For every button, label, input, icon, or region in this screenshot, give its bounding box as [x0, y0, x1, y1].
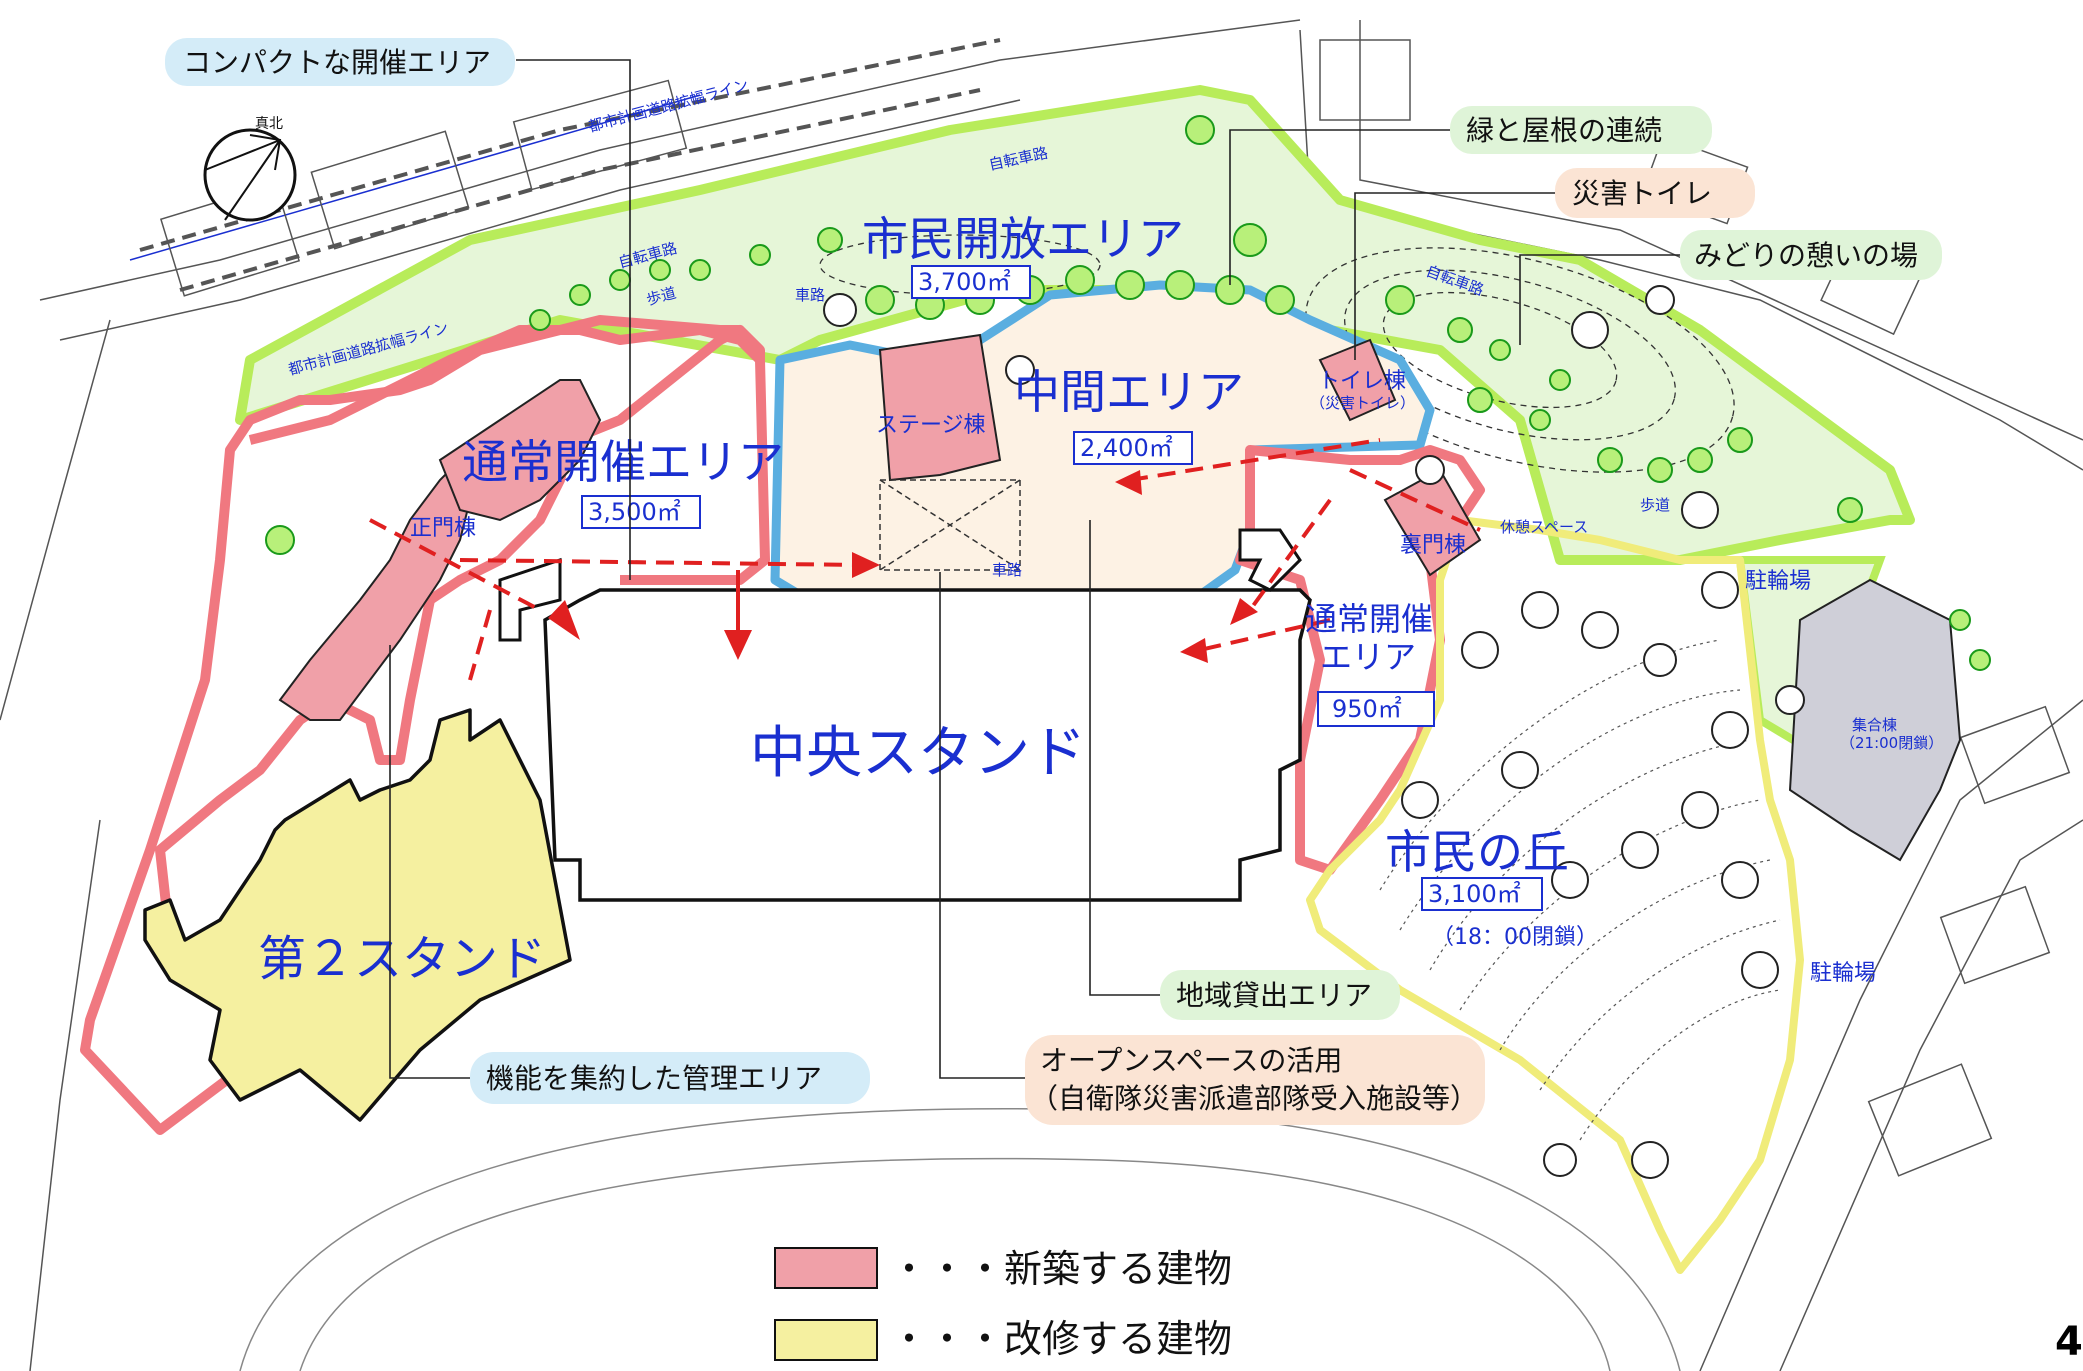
central-stand-building[interactable]: [543, 588, 1312, 902]
svg-text:オープンスペースの活用: オープンスペースの活用: [1040, 1044, 1342, 1077]
callout-compact-area: コンパクトな開催エリア: [165, 38, 515, 86]
main-gate-label: 正門棟: [410, 516, 476, 541]
svg-text:（自衛隊災害派遣部隊受入施設等）: （自衛隊災害派遣部隊受入施設等）: [1030, 1082, 1478, 1115]
citizen-hill-size-box: [1421, 877, 1543, 911]
callout-management-area: 機能を集約した管理エリア: [470, 1052, 870, 1104]
svg-text:機能を集約した管理エリア: 機能を集約した管理エリア: [486, 1062, 822, 1095]
north-label: 真北: [255, 116, 283, 132]
page-number: 4: [2055, 1319, 2083, 1365]
svg-text:みどりの憩いの場: みどりの憩いの場: [1694, 239, 1918, 272]
normal-area-east-size-box: [1317, 691, 1435, 727]
trees-existing: [823, 285, 1805, 1179]
citizen-hill-size: 3,100㎡: [1428, 880, 1521, 908]
toilet-building-sublabel: （災害トイレ）: [1310, 394, 1415, 412]
rest-space-label: 休憩スペース: [1500, 518, 1588, 536]
callout-leader-lines: [389, 59, 1680, 1079]
second-stand-label: 第２スタンド: [258, 931, 546, 987]
citizen-open-area-size-box: [911, 265, 1031, 299]
city-plan-line-label-1: 都市計画道路拡幅ライン: [586, 76, 750, 136]
citizen-open-area-size: 3,700㎡: [918, 268, 1011, 296]
citizen-hill-title: 市民の丘: [1385, 825, 1569, 879]
legend-new-label: ・・・新築する建物: [890, 1247, 1232, 1291]
walkway-label-2: 歩道: [1640, 496, 1670, 514]
stage-building-label: ステージ棟: [876, 413, 986, 438]
legend: ・・・新築する建物 ・・・改修する建物: [774, 1247, 1232, 1361]
callout-community-rental: 地域貸出エリア: [1160, 970, 1400, 1020]
toilet-building[interactable]: [1318, 338, 1397, 422]
normal-area-main-size-box: [581, 495, 701, 529]
legend-renovated-label: ・・・改修する建物: [890, 1317, 1232, 1361]
middle-area-size-box: [1073, 431, 1193, 465]
citizen-hill-closing-note: （18：00閉鎖）: [1432, 925, 1598, 950]
middle-area-size: 2,400㎡: [1080, 434, 1173, 462]
stage-building[interactable]: [878, 333, 1002, 482]
bicycle-parking-label-2: 駐輪場: [1810, 961, 1876, 986]
bicycle-parking-label-1: 駐輪場: [1745, 569, 1811, 594]
normal-area-main-zone-top: [248, 325, 770, 585]
svg-text:地域貸出エリア: 地域貸出エリア: [1176, 979, 1372, 1012]
legend-new-swatch: [774, 1247, 878, 1289]
central-stand-label: 中央スタンド: [750, 721, 1086, 786]
stage-yard: [879, 479, 1021, 571]
callout-disaster-toilet: 災害トイレ: [1555, 168, 1755, 218]
callout-green-roof: 緑と屋根の連続: [1450, 106, 1712, 154]
citizen-hill-zone: [1306, 516, 1804, 1274]
svg-text:コンパクトな開催エリア: コンパクトな開催エリア: [183, 46, 491, 79]
callout-open-space: オープンスペースの活用 （自衛隊災害派遣部隊受入施設等）: [1025, 1035, 1485, 1125]
roadway-label-1: 車路: [795, 286, 825, 304]
second-stand-building[interactable]: [143, 708, 572, 1122]
citizen-open-area-zone: [235, 85, 1915, 565]
normal-area-main-title: 通常開催エリア: [462, 435, 784, 489]
roadway-label-2: 車路: [992, 561, 1022, 579]
trees-green: [265, 115, 1991, 671]
normal-area-east-size: 950㎡: [1332, 695, 1402, 723]
normal-area-main-size: 3,500㎡: [588, 498, 681, 526]
svg-text:緑と屋根の連続: 緑と屋根の連続: [1466, 114, 1662, 147]
arrow-heads: [548, 470, 1258, 663]
assembly-building-label: 集合棟: [1852, 716, 1897, 734]
assembly-building-sublabel: （21:00閉鎖）: [1840, 734, 1943, 752]
running-track: [239, 1108, 1681, 1371]
normal-area-east-title-line2: エリア: [1320, 638, 1416, 676]
circulation-arrows: [369, 438, 1481, 681]
main-gate-building-north[interactable]: [438, 379, 602, 522]
assembly-building[interactable]: [1788, 578, 1962, 862]
normal-area-east-title-line1: 通常開催: [1305, 600, 1433, 638]
svg-text:災害トイレ: 災害トイレ: [1572, 177, 1712, 210]
back-gate-label: 裏門棟: [1400, 533, 1466, 558]
citizen-open-area-title: 市民開放エリア: [862, 212, 1184, 266]
north-arrow: [203, 128, 297, 222]
legend-renovated-swatch: [774, 1319, 878, 1361]
middle-area-title: 中間エリア: [1014, 365, 1244, 419]
toilet-building-label: トイレ棟: [1318, 369, 1406, 394]
callout-green-rest: みどりの憩いの場: [1680, 230, 1942, 280]
